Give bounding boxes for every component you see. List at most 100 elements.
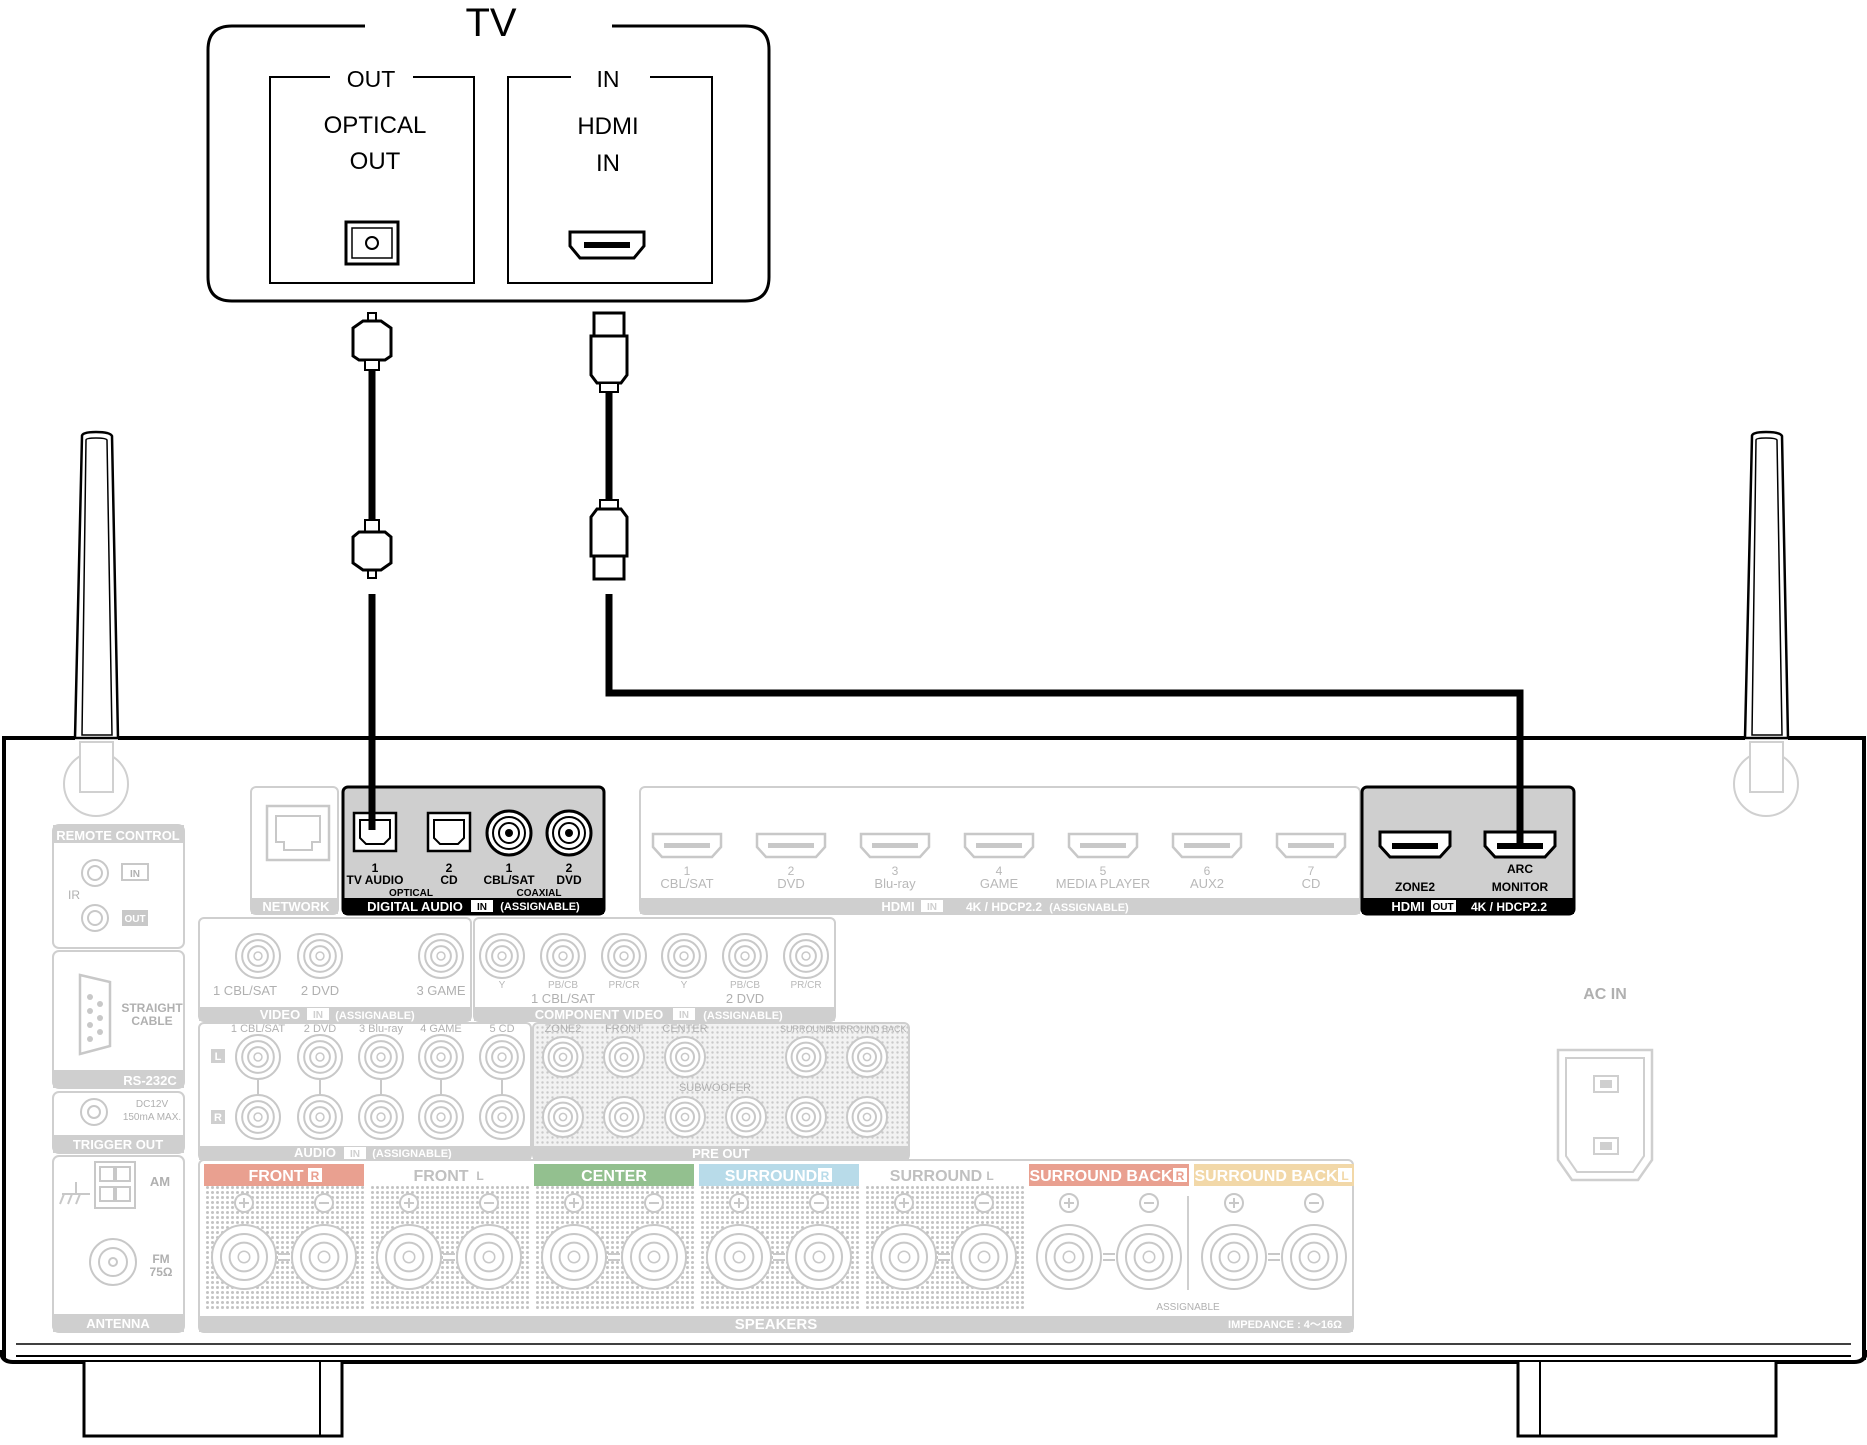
pre-out-footer: PRE OUT (692, 1146, 750, 1161)
am-label: AM (150, 1174, 170, 1189)
hdmi-in-port-icon (755, 832, 827, 859)
speaker-terminal-plus (1036, 1224, 1102, 1290)
speaker-terminal-plus (706, 1224, 772, 1290)
video-in-jack (418, 933, 464, 979)
speaker-group-side: L (1341, 1169, 1348, 1183)
hdmi-cable (589, 311, 1524, 846)
digital-audio-in-badge: IN (477, 902, 487, 913)
ir-out-badge: OUT (124, 914, 145, 925)
tv-out-label: OUT (347, 66, 396, 92)
speaker-terminal-minus (456, 1224, 522, 1290)
audio-label-5: 5 CD (489, 1023, 514, 1035)
component-jack (783, 933, 829, 979)
audio-in-jack-right (479, 1094, 525, 1140)
assignable-label: ASSIGNABLE (1156, 1302, 1220, 1313)
component-group-2: 2 DVD (726, 991, 764, 1006)
tv-in-label: IN (597, 66, 620, 92)
coaxial-2-name: DVD (556, 873, 582, 887)
hdmi-in-port-num: 2 (788, 864, 795, 878)
pre-out-zone2: ZONE2 (545, 1023, 582, 1035)
trigger-out-label: TRIGGER OUT (73, 1137, 163, 1152)
component-jack-label: PR/CR (608, 980, 639, 991)
optical-1-name: TV AUDIO (347, 873, 404, 887)
ac-in-section: AC IN (1556, 986, 1654, 1182)
hdmi-out-badge: OUT (1432, 902, 1453, 913)
speaker-group-side: R (1176, 1169, 1185, 1183)
component-jack-label: Y (681, 980, 688, 991)
hdmi-in-port-name: CBL/SAT (660, 876, 713, 891)
audio-left-label: L (215, 1051, 222, 1063)
coaxial-port-2-icon (545, 809, 593, 857)
hdmi-in-port-icon (1275, 832, 1347, 859)
hdmi-in-section: HDMI IN 4K / HDCP2.2 (ASSIGNABLE) 1CBL/S… (639, 786, 1361, 915)
speaker-terminal-minus (291, 1224, 357, 1290)
video-label-2: 2 DVD (301, 983, 339, 998)
antenna-right (1733, 430, 1799, 817)
audio-label-3: 3 Blu-ray (359, 1023, 404, 1035)
component-jack-label: PR/CR (790, 980, 821, 991)
component-group-1: 1 CBL/SAT (531, 991, 595, 1006)
straight-cable-label-1: STRAIGHT (121, 1001, 183, 1015)
hdmi-in-port-name: CD (1302, 876, 1321, 891)
digital-audio-label: DIGITAL AUDIO (367, 899, 463, 914)
tv-optical-port-icon (344, 220, 400, 266)
pre-out-surround-back: SURROUND BACK (827, 1024, 906, 1034)
hdmi-in-spec: 4K / HDCP2.2 (966, 900, 1042, 914)
receiver-chassis (0, 736, 1867, 1438)
speaker-group-name: SURROUND BACK (1194, 1168, 1338, 1185)
speaker-terminal-minus (951, 1224, 1017, 1290)
hdmi-in-port-name: AUX2 (1190, 876, 1224, 891)
speaker-terminal-plus (871, 1224, 937, 1290)
pre-out-center: CENTER (662, 1023, 707, 1035)
tv-title: TV (465, 1, 516, 45)
rs232c-label: RS-232C (123, 1073, 177, 1088)
optical-1-num: 1 (372, 861, 379, 875)
component-jack-label: PB/CB (548, 980, 578, 991)
audio-in-section: AUDIO IN (ASSIGNABLE) L R 1 CBL/SAT 2 DV… (198, 1022, 532, 1161)
hdmi-arc-label: ARC (1507, 862, 1533, 876)
pre-out-jack-top (542, 1036, 584, 1078)
pre-out-section: PRE OUT ZONE2 FRONT CENTER SURROUND SURR… (532, 1022, 910, 1161)
component-jack (601, 933, 647, 979)
speaker-terminal-plus (1201, 1224, 1267, 1290)
antenna-left (63, 430, 129, 817)
tv-device: TV OUT OPTICAL OUT IN HDMI IN (206, 1, 771, 303)
component-jack-label: Y (499, 980, 506, 991)
remote-control-section: REMOTE CONTROL IR IN OUT (52, 824, 185, 949)
antenna-section: ANTENNA AM FM 75Ω (52, 1155, 185, 1333)
pre-out-jack-bottom (603, 1096, 645, 1138)
audio-label-2: 2 DVD (304, 1023, 336, 1035)
component-jack-label: PB/CB (730, 980, 760, 991)
speaker-terminal-minus (621, 1224, 687, 1290)
hdmi-in-port-icon (859, 832, 931, 859)
audio-footer: AUDIO (294, 1145, 336, 1160)
audio-in-jack-right (235, 1094, 281, 1140)
video-in-jack (297, 933, 343, 979)
speaker-group-side: R (311, 1169, 320, 1183)
audio-in-jack-left (297, 1034, 343, 1080)
tv-hdmi-port-icon (568, 230, 646, 260)
audio-in-jack-left (235, 1034, 281, 1080)
speaker-group-name: SURROUND BACK (1029, 1168, 1173, 1185)
audio-in-jack-left (358, 1034, 404, 1080)
pre-out-jack-top (846, 1036, 888, 1078)
pre-out-jack-bottom (664, 1096, 706, 1138)
hdmi-in-port-icon (963, 832, 1035, 859)
speaker-group-name: FRONT (413, 1168, 468, 1185)
video-in-badge: IN (313, 1010, 323, 1021)
optical-2-name: CD (440, 873, 458, 887)
pre-out-front: FRONT (605, 1023, 643, 1035)
hdmi-zone2-label: ZONE2 (1395, 880, 1435, 894)
speaker-group-side: L (986, 1169, 993, 1183)
fm-label: FM (152, 1252, 169, 1266)
video-in-jack (235, 933, 281, 979)
audio-label-4: 4 GAME (420, 1023, 462, 1035)
trigger-out-section: TRIGGER OUT DC12V 150mA MAX. (52, 1091, 185, 1154)
pre-out-jack-bottom (846, 1096, 888, 1138)
coaxial-port-1-icon (485, 809, 533, 857)
hdmi-in-port-num: 1 (684, 864, 691, 878)
speaker-terminal-plus (211, 1224, 277, 1290)
component-assignable: (ASSIGNABLE) (703, 1010, 783, 1022)
